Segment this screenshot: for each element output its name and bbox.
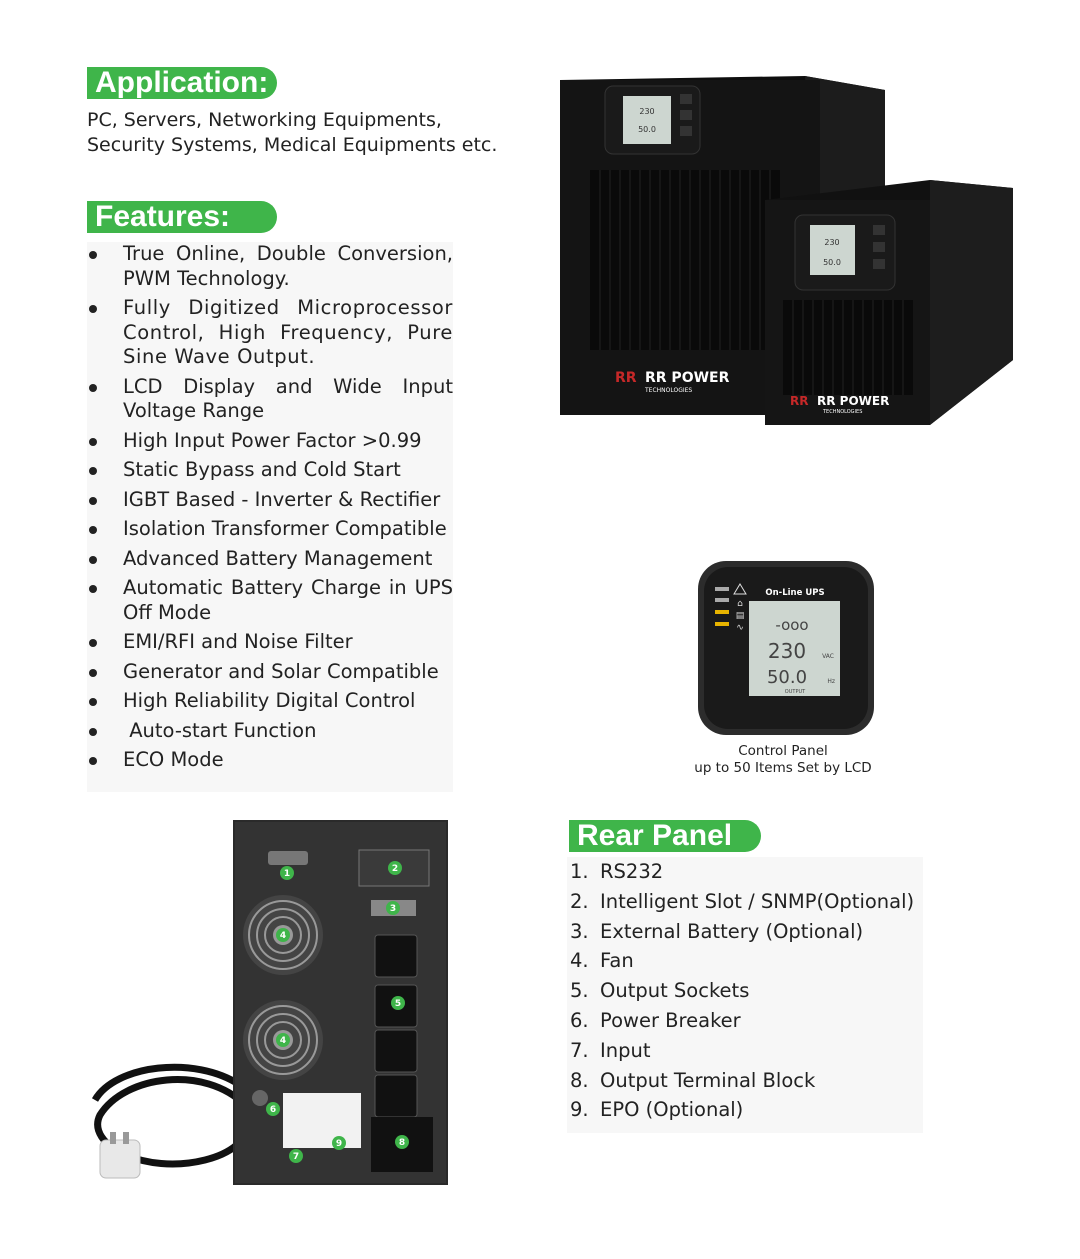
sine-wave-icon: ∿	[736, 623, 744, 633]
warning-icon	[733, 583, 747, 595]
rear-panel-list: 1.RS232 2.Intelligent Slot / SNMP(Option…	[567, 857, 923, 1134]
svg-text:RR POWER: RR POWER	[817, 394, 889, 408]
svg-text:7: 7	[293, 1152, 299, 1162]
bullet-icon	[89, 467, 97, 475]
bullet-icon	[89, 496, 97, 505]
svg-text:On-Line UPS: On-Line UPS	[765, 588, 824, 598]
rear-panel-item: 6.Power Breaker	[570, 1008, 741, 1032]
rear-panel-item: 4.Fan	[570, 949, 634, 973]
bullet-icon	[89, 383, 97, 392]
rear-panel-item: 9.EPO (Optional)	[570, 1098, 744, 1122]
bullet-icon	[89, 639, 97, 647]
rear-panel-item: 3.External Battery (Optional)	[570, 919, 864, 943]
application-heading: Application:	[87, 67, 277, 99]
svg-text:50.0: 50.0	[823, 258, 841, 267]
feature-item: High Input Power Factor >0.99	[87, 429, 453, 454]
svg-text:RR: RR	[790, 394, 808, 408]
bullet-icon	[89, 668, 97, 677]
svg-text:5: 5	[395, 999, 401, 1009]
rear-panel-item: 1.RS232	[570, 860, 664, 883]
feature-item: Isolation Transformer Compatible	[87, 517, 453, 542]
svg-text:230: 230	[768, 639, 806, 663]
svg-text:TECHNOLOGIES: TECHNOLOGIES	[822, 409, 862, 415]
feature-item: IGBT Based - Inverter & Rectifier	[87, 488, 453, 513]
brand-logo: RR RR POWER TECHNOLOGIES	[615, 370, 730, 394]
bullet-icon	[89, 555, 97, 564]
svg-text:-ooo: -ooo	[775, 616, 808, 634]
feature-item: True Online, Double Conversion, PWM Tech…	[87, 242, 453, 291]
rear-panel-item: 2.Intelligent Slot / SNMP(Optional)	[570, 889, 915, 913]
svg-text:4: 4	[280, 1036, 286, 1046]
feature-item: Static Bypass and Cold Start	[87, 458, 453, 483]
feature-item: Advanced Battery Management	[87, 547, 453, 572]
bullet-icon	[89, 437, 97, 446]
feature-item: Auto-start Function	[87, 719, 453, 744]
bullet-icon	[89, 251, 97, 259]
svg-text:9: 9	[336, 1139, 342, 1149]
svg-text:Hz: Hz	[827, 678, 835, 685]
svg-text:1: 1	[284, 869, 290, 879]
svg-text:TECHNOLOGIES: TECHNOLOGIES	[644, 387, 692, 394]
feature-item: LCD Display and Wide Input Voltage Range	[87, 375, 453, 424]
control-panel-image: ⌂ ▤ ∿ On-Line UPS -ooo 230 VAC 50.0 Hz O…	[698, 561, 874, 735]
bullet-icon	[89, 727, 97, 736]
brand-logo-small: RR RR POWER TECHNOLOGIES	[790, 394, 889, 415]
rear-panel-item: 7.Input	[570, 1038, 651, 1062]
feature-item: Automatic Battery Charge in UPS Off Mode	[87, 576, 453, 625]
features-heading: Features:	[87, 201, 277, 233]
svg-text:RR: RR	[615, 370, 637, 386]
svg-text:230: 230	[824, 238, 839, 247]
control-panel-caption: Control Panel up to 50 Items Set by LCD	[694, 743, 872, 776]
application-description: PC, Servers, Networking Equipments, Secu…	[87, 108, 497, 158]
feature-item: ECO Mode	[87, 748, 453, 773]
ups-product-image: 230 50.0 RR RR POWER TECHNOLOGIES 230 50…	[560, 76, 1013, 425]
feature-item: High Reliability Digital Control	[87, 689, 453, 714]
svg-text:2: 2	[392, 864, 398, 874]
application-line-2: Security Systems, Medical Equipments etc…	[87, 134, 498, 156]
svg-text:230: 230	[639, 107, 654, 116]
svg-text:50.0: 50.0	[767, 667, 807, 688]
feature-item: Fully Digitized Microprocessor Control, …	[87, 296, 453, 370]
svg-text:6: 6	[270, 1105, 276, 1115]
bullet-icon	[89, 585, 97, 593]
bullet-icon	[89, 305, 97, 313]
svg-text:50.0: 50.0	[638, 125, 656, 134]
feature-item: EMI/RFI and Noise Filter	[87, 630, 453, 655]
rear-panel-item: 5.Output Sockets	[570, 979, 750, 1003]
svg-text:RR POWER: RR POWER	[645, 370, 730, 386]
bullet-icon	[89, 698, 97, 706]
bullet-icon	[89, 757, 97, 765]
rear-panel-heading: Rear Panel	[569, 820, 761, 852]
svg-text:8: 8	[399, 1138, 405, 1148]
rear-panel-image: 1 2 3 4 4 5 6 7 8 9	[91, 820, 448, 1185]
svg-text:4: 4	[280, 931, 286, 941]
svg-text:VAC: VAC	[822, 653, 834, 660]
rear-panel-item: 8.Output Terminal Block	[570, 1068, 816, 1092]
svg-text:3: 3	[390, 904, 396, 914]
bypass-icon: ⌂	[737, 599, 743, 609]
svg-text:OUTPUT: OUTPUT	[785, 689, 806, 695]
feature-item: Generator and Solar Compatible	[87, 660, 453, 685]
rear-markers: 1 2 3 4 4 5 6 7 8 9	[266, 861, 409, 1163]
features-list: True Online, Double Conversion, PWM Tech…	[87, 242, 453, 792]
application-line-1: PC, Servers, Networking Equipments,	[87, 109, 442, 131]
battery-icon: ▤	[736, 611, 745, 621]
bullet-icon	[89, 526, 97, 534]
